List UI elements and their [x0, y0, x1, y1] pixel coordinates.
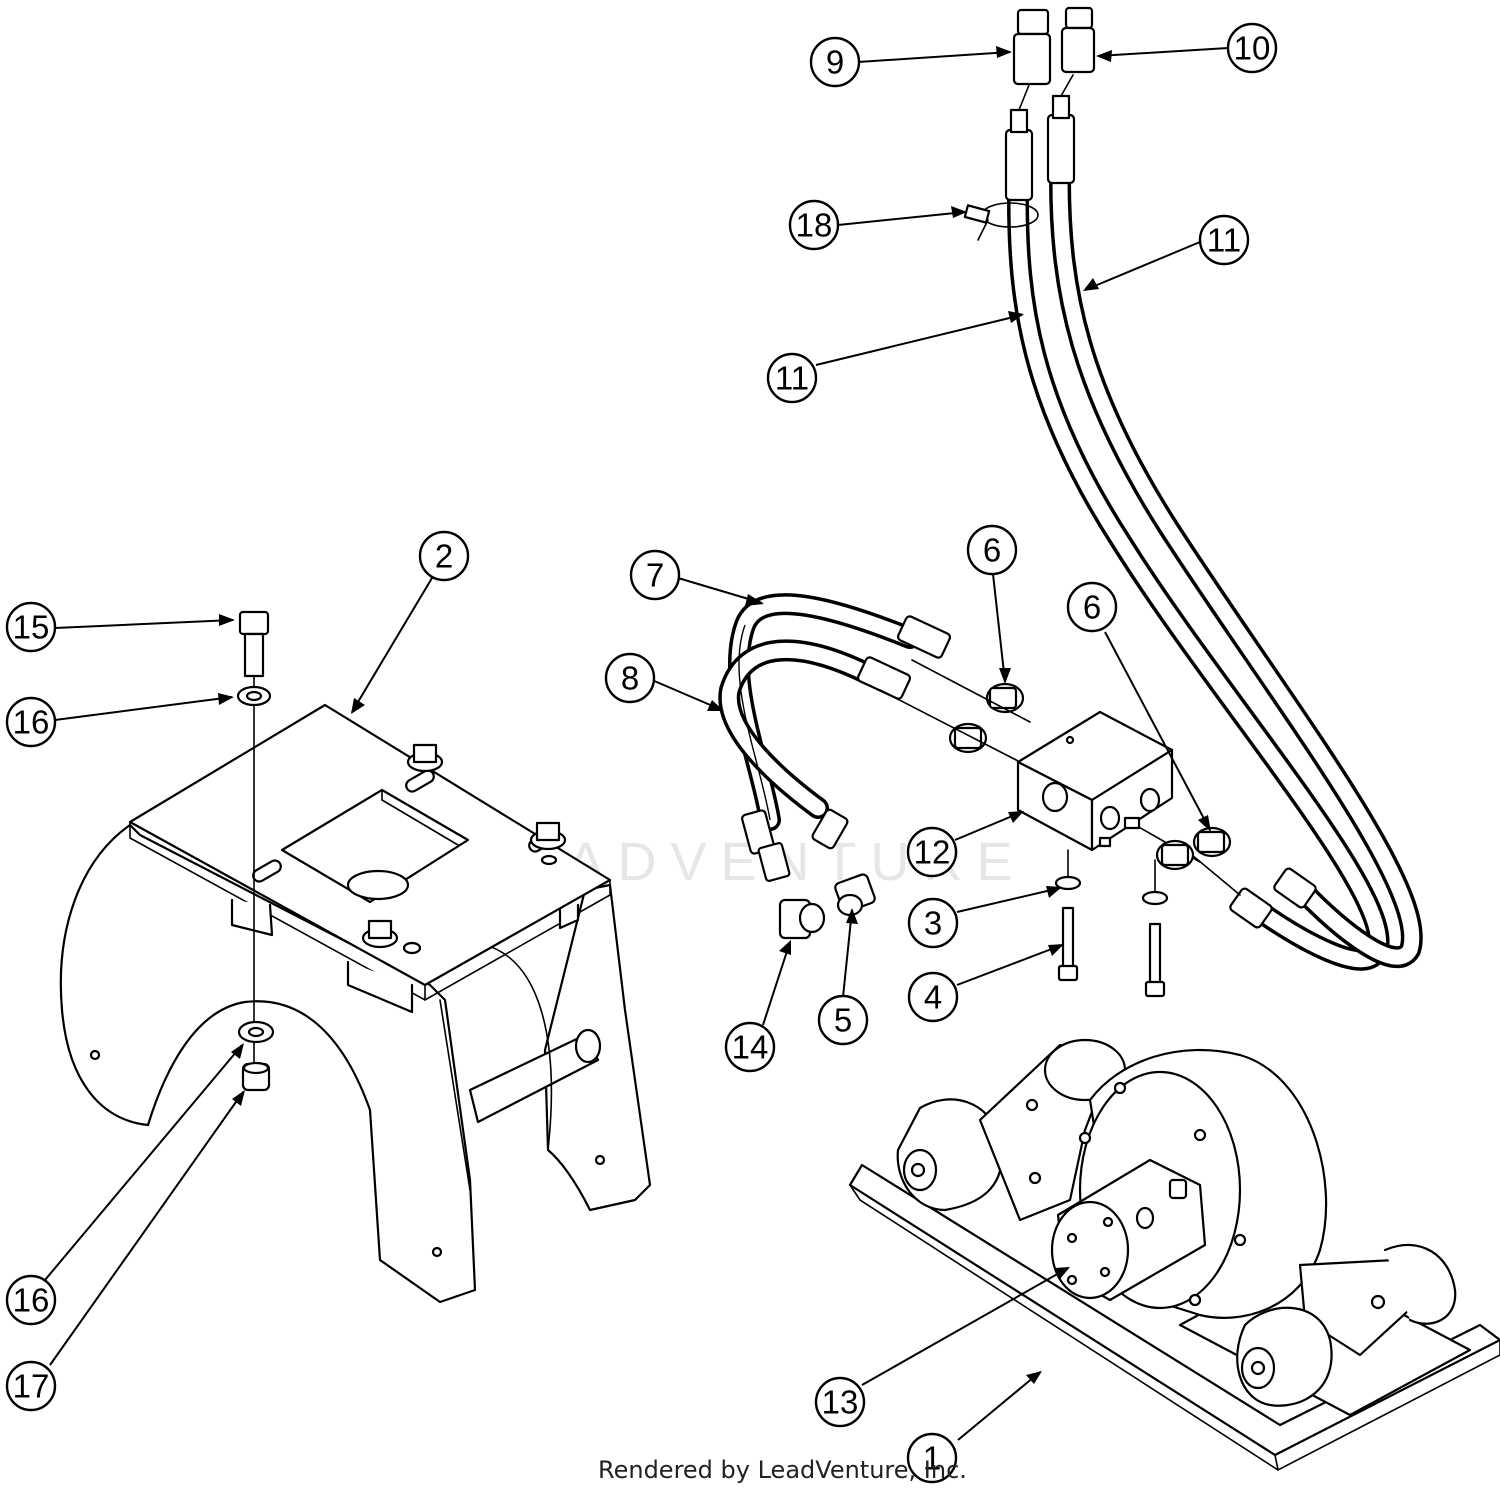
callout-6-left: 6 [966, 524, 1018, 576]
callout-13: 13 [814, 1376, 866, 1428]
adapter-fitting [948, 722, 988, 754]
callout-11-lower: 11 [766, 352, 818, 404]
callout-5: 5 [817, 994, 869, 1046]
cable-tie [963, 202, 1039, 241]
callout-16-bottom: 16 [5, 1274, 57, 1326]
hex-nut [241, 1061, 271, 1092]
adapter-fitting [1192, 826, 1232, 858]
svg-text:5: 5 [834, 1002, 852, 1039]
flat-washer-top [236, 685, 272, 707]
svg-text:17: 17 [13, 1368, 50, 1405]
callout-14: 14 [724, 1021, 776, 1073]
svg-text:3: 3 [924, 905, 942, 942]
svg-text:18: 18 [796, 207, 833, 244]
callout-17: 17 [5, 1360, 57, 1412]
svg-text:11: 11 [1207, 222, 1241, 259]
callout-1: 1 [906, 1432, 958, 1484]
callout-7: 7 [629, 549, 681, 601]
short-hoses [718, 593, 952, 882]
long-bolt [1144, 922, 1166, 998]
svg-text:6: 6 [1083, 589, 1101, 626]
svg-text:9: 9 [826, 44, 844, 81]
handle-bracket [59, 703, 652, 1304]
callout-8: 8 [604, 652, 656, 704]
svg-text:11: 11 [775, 360, 809, 397]
svg-text:13: 13 [822, 1384, 859, 1421]
svg-text:10: 10 [1234, 30, 1271, 67]
callout-4: 4 [907, 971, 959, 1023]
callout-15: 15 [5, 601, 57, 653]
svg-text:7: 7 [646, 557, 664, 594]
hydraulic-motor [1050, 1158, 1207, 1302]
washer [1054, 875, 1082, 891]
washer [1141, 890, 1169, 906]
valve-block [1016, 710, 1174, 852]
svg-text:16: 16 [13, 704, 50, 741]
flat-washer-bottom [237, 1020, 275, 1044]
svg-text:4: 4 [924, 979, 942, 1016]
callout-11-upper: 11 [1198, 214, 1250, 266]
adapter-fitting [1155, 839, 1195, 871]
callout-16-top: 16 [5, 696, 57, 748]
flange-bolt [406, 743, 444, 773]
long-hoses [1004, 74, 1423, 971]
callout-6-right: 6 [1066, 581, 1118, 633]
callout-3: 3 [907, 897, 959, 949]
quick-coupler-female [1012, 8, 1052, 86]
svg-text:12: 12 [914, 834, 951, 871]
callout-18: 18 [788, 199, 840, 251]
svg-text:15: 15 [13, 609, 50, 646]
callout-9: 9 [809, 36, 861, 88]
quick-coupler-male [1060, 6, 1096, 74]
callout-12: 12 [906, 826, 958, 878]
svg-text:8: 8 [621, 660, 639, 697]
compactor-plate [848, 1038, 1500, 1471]
svg-text:2: 2 [435, 538, 453, 575]
flange-bolt [361, 919, 399, 949]
adapter-fitting [985, 682, 1025, 714]
long-bolt [1057, 906, 1079, 982]
callout-10: 10 [1226, 22, 1278, 74]
hex-bolt [238, 610, 270, 678]
svg-text:16: 16 [13, 1282, 50, 1319]
leader-arrowheads [218, 46, 1211, 1384]
callout-2: 2 [418, 530, 470, 582]
svg-text:6: 6 [983, 532, 1001, 569]
elbow-fitting [778, 898, 826, 940]
svg-text:14: 14 [732, 1029, 769, 1066]
footer-credit: Rendered by LeadVenture, Inc. [598, 1456, 967, 1484]
flange-bolt [529, 821, 567, 851]
svg-text:1: 1 [923, 1440, 941, 1477]
elbow-fitting [834, 873, 876, 917]
